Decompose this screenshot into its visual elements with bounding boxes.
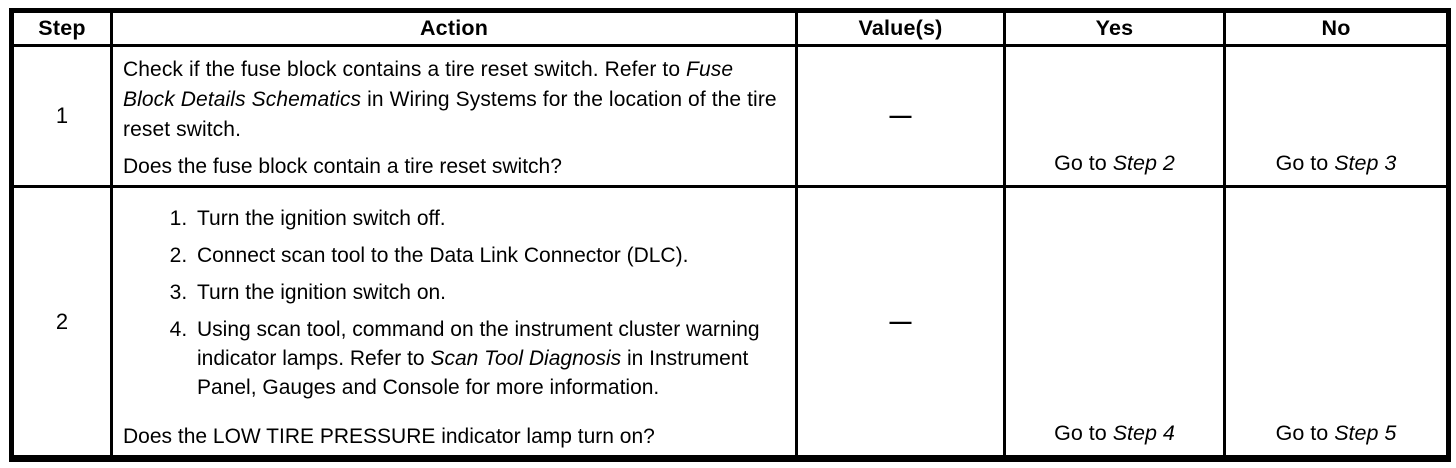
value-cell: — [795, 185, 1006, 460]
header-action: Action [110, 9, 798, 47]
no-cell: Go to Step 3 [1223, 44, 1450, 188]
action-question: Does the fuse block contain a tire reset… [123, 155, 562, 178]
table-row-step-2: 2 Turn the ignition switch off. Connect … [10, 185, 1450, 460]
table-row-step-1: 1 Check if the fuse block contains a tir… [10, 44, 1450, 188]
no-cell: Go to Step 5 [1223, 185, 1450, 460]
value-cell: — [795, 44, 1006, 188]
diagnostic-table: Step Action Value(s) Yes No 1 Check if t… [9, 8, 1451, 462]
list-item-text: Turn the ignition switch on. [197, 281, 447, 304]
action-reference-italic: Scan Tool Diagnosis [430, 347, 622, 370]
yes-cell: Go to Step 4 [1003, 185, 1226, 460]
action-paragraph: Check if the fuse block contains a tire … [123, 55, 785, 145]
goto-step-ref: Step 2 [1112, 151, 1175, 175]
list-item-text: Using scan tool, command on the instrume… [197, 318, 760, 370]
list-item-text: Connect scan tool to the Data Link Conne… [197, 244, 689, 267]
header-row: Step Action Value(s) Yes No [10, 9, 1450, 47]
goto-step-ref: Step 3 [1334, 151, 1397, 175]
header-yes: Yes [1003, 9, 1226, 47]
goto-text: Go to [1054, 421, 1113, 445]
list-item: Turn the ignition switch off. [193, 204, 785, 233]
action-cell: Check if the fuse block contains a tire … [110, 44, 798, 188]
goto-text: Go to [1275, 151, 1335, 175]
action-question: Does the LOW TIRE PRESSURE indicator lam… [123, 425, 655, 448]
list-item-text: in Instrument Panel, Gauges and Console … [197, 347, 749, 399]
action-numbered-list: Turn the ignition switch off. Connect sc… [123, 204, 785, 402]
list-item: Turn the ignition switch on. [193, 278, 785, 307]
yes-cell: Go to Step 2 [1003, 44, 1226, 188]
action-text: in Wiring Systems for the location of th… [123, 88, 777, 141]
list-item: Using scan tool, command on the instrume… [193, 315, 785, 402]
list-item: Connect scan tool to the Data Link Conne… [193, 241, 785, 270]
header-step: Step [10, 9, 113, 47]
goto-text: Go to [1054, 151, 1113, 175]
header-no: No [1223, 9, 1450, 47]
goto-text: Go to [1275, 421, 1335, 445]
action-reference-italic: Fuse Block Details Schematics [123, 58, 734, 111]
goto-step-ref: Step 5 [1334, 421, 1397, 445]
list-item-text: Turn the ignition switch off. [197, 207, 446, 230]
action-cell: Turn the ignition switch off. Connect sc… [110, 185, 798, 460]
action-text: Check if the fuse block contains a tire … [123, 58, 687, 81]
step-number: 1 [10, 44, 113, 188]
step-number: 2 [10, 185, 113, 460]
header-values: Value(s) [795, 9, 1006, 47]
goto-step-ref: Step 4 [1112, 421, 1175, 445]
